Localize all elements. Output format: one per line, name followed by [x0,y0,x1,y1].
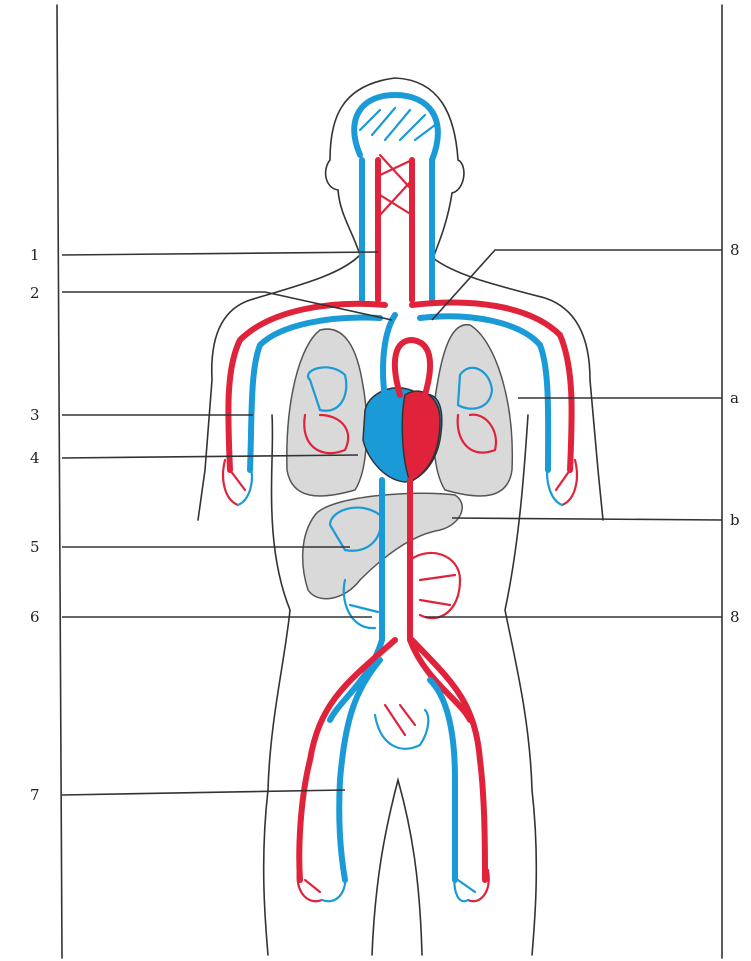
label-2: 2 [30,284,40,302]
label-b: b [730,511,740,529]
label-8-bottom: 8 [730,608,740,626]
label-6: 6 [30,608,40,626]
right-lung [433,325,512,496]
heart [363,315,442,482]
label-7: 7 [30,786,40,804]
label-3: 3 [30,406,40,424]
leg-vessels [298,640,489,901]
label-8-top: 8 [730,241,740,259]
left-lung [287,329,367,496]
left-border-line [57,5,62,958]
head-capillaries [354,95,438,300]
label-a: a [730,389,739,407]
label-1: 1 [30,246,40,264]
label-4: 4 [30,449,40,467]
label-5: 5 [30,538,40,556]
